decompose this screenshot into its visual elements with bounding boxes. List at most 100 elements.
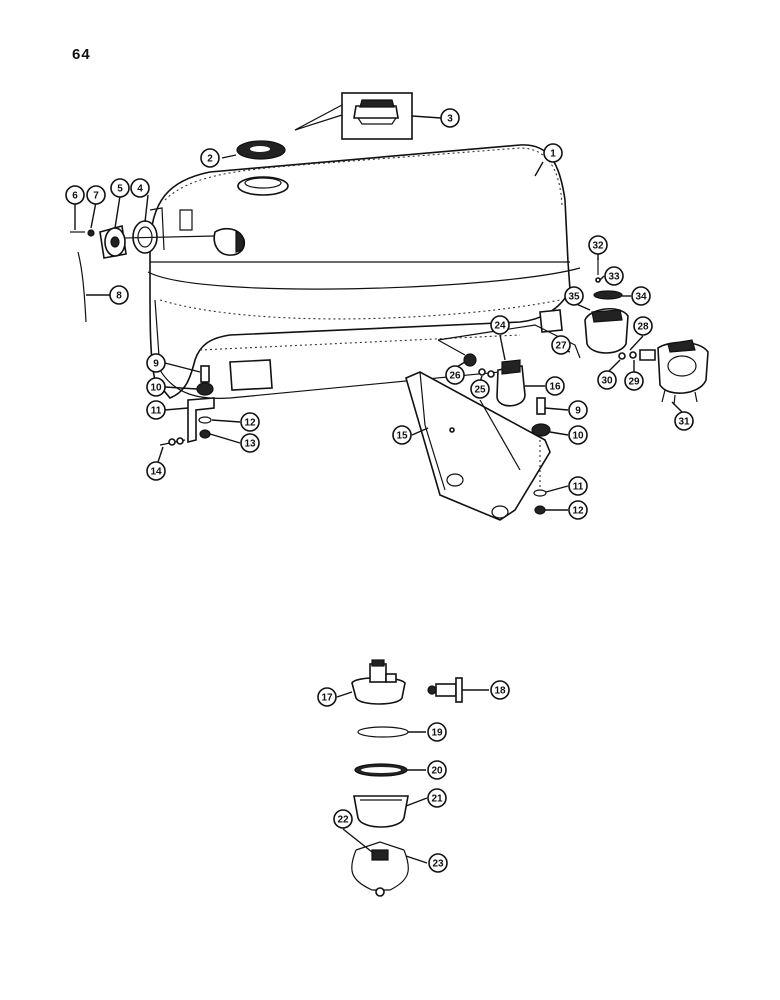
callout-30: 30 bbox=[597, 370, 617, 390]
callout-circle bbox=[543, 143, 563, 163]
callout-label: 22 bbox=[337, 815, 349, 826]
callout-27: 27 bbox=[551, 335, 571, 355]
callout-label: 8 bbox=[116, 291, 122, 302]
callout-circle bbox=[109, 285, 129, 305]
callout-circle bbox=[445, 365, 465, 385]
callout-34: 34 bbox=[631, 286, 651, 306]
callout-circle bbox=[568, 400, 588, 420]
callout-label: 27 bbox=[555, 341, 567, 352]
callout-label: 10 bbox=[150, 383, 162, 394]
filter-bowl-exploded bbox=[351, 659, 463, 897]
callout-14: 14 bbox=[146, 461, 166, 481]
callout-label: 25 bbox=[474, 385, 486, 396]
callout-20: 20 bbox=[427, 760, 447, 780]
callout-15: 15 bbox=[392, 425, 412, 445]
callout-label: 35 bbox=[568, 292, 580, 303]
callout-3: 3 bbox=[440, 108, 460, 128]
callout-label: 2 bbox=[207, 154, 213, 165]
cap-gasket bbox=[236, 140, 286, 160]
callout-label: 21 bbox=[431, 794, 443, 805]
callout-circle bbox=[568, 500, 588, 520]
callout-circle bbox=[146, 461, 166, 481]
page-number: 64 bbox=[72, 46, 91, 63]
carburetor bbox=[618, 339, 709, 406]
callout-label: 34 bbox=[635, 292, 647, 303]
callout-circle bbox=[65, 185, 85, 205]
sediment-bowl-assembly bbox=[437, 324, 581, 407]
fuel-cap-inset bbox=[294, 92, 413, 140]
callout-label: 1 bbox=[550, 149, 556, 160]
callout-25: 25 bbox=[470, 379, 490, 399]
callout-circle bbox=[146, 353, 166, 373]
callout-9: 9 bbox=[146, 353, 166, 373]
callout-11: 11 bbox=[146, 400, 166, 420]
callout-16: 16 bbox=[545, 376, 565, 396]
fuel-tank bbox=[147, 144, 581, 399]
callout-label: 13 bbox=[244, 439, 256, 450]
callout-9: 9 bbox=[568, 400, 588, 420]
callout-12: 12 bbox=[568, 500, 588, 520]
right-mount-bracket bbox=[405, 371, 551, 521]
callout-label: 17 bbox=[321, 693, 333, 704]
callout-circle bbox=[674, 411, 694, 431]
callout-circle bbox=[200, 148, 220, 168]
callout-label: 12 bbox=[572, 506, 584, 517]
callout-10: 10 bbox=[146, 377, 166, 397]
callout-circle bbox=[240, 412, 260, 432]
callout-11: 11 bbox=[568, 476, 588, 496]
callout-circle bbox=[604, 266, 624, 286]
callout-18: 18 bbox=[490, 680, 510, 700]
callout-label: 24 bbox=[494, 321, 506, 332]
callout-circle bbox=[333, 809, 353, 829]
callout-label: 9 bbox=[153, 359, 159, 370]
callout-circle bbox=[240, 433, 260, 453]
callout-label: 29 bbox=[628, 377, 640, 388]
callout-label: 12 bbox=[244, 418, 256, 429]
callout-10: 10 bbox=[568, 425, 588, 445]
callout-label: 11 bbox=[573, 482, 584, 493]
callout-label: 15 bbox=[396, 431, 408, 442]
callout-label: 19 bbox=[431, 728, 443, 739]
callout-label: 28 bbox=[637, 322, 649, 333]
callout-label: 20 bbox=[431, 766, 443, 777]
callout-circle bbox=[427, 722, 447, 742]
callout-2: 2 bbox=[200, 148, 220, 168]
callout-circle bbox=[427, 760, 447, 780]
callout-label: 11 bbox=[151, 406, 162, 417]
callout-label: 23 bbox=[432, 859, 444, 870]
callout-circle bbox=[317, 687, 337, 707]
callout-35: 35 bbox=[564, 286, 584, 306]
callout-circle bbox=[597, 370, 617, 390]
callout-circle bbox=[146, 377, 166, 397]
governor-housing bbox=[584, 258, 629, 354]
callout-label: 31 bbox=[678, 417, 690, 428]
callout-circle bbox=[86, 185, 106, 205]
callout-33: 33 bbox=[604, 266, 624, 286]
callout-label: 7 bbox=[93, 191, 99, 202]
callout-circle bbox=[130, 178, 150, 198]
callout-label: 6 bbox=[72, 191, 78, 202]
callout-circle bbox=[564, 286, 584, 306]
callout-circle bbox=[551, 335, 571, 355]
callout-28: 28 bbox=[633, 316, 653, 336]
callout-label: 33 bbox=[608, 272, 620, 283]
callout-31: 31 bbox=[674, 411, 694, 431]
callout-circle bbox=[568, 425, 588, 445]
callout-circle bbox=[633, 316, 653, 336]
callout-17: 17 bbox=[317, 687, 337, 707]
callout-12: 12 bbox=[240, 412, 260, 432]
callout-22: 22 bbox=[333, 809, 353, 829]
callout-circle bbox=[470, 379, 490, 399]
callout-4: 4 bbox=[130, 178, 150, 198]
callout-label: 26 bbox=[449, 371, 461, 382]
left-tank-mount bbox=[159, 365, 215, 446]
callout-circle bbox=[392, 425, 412, 445]
callout-24: 24 bbox=[490, 315, 510, 335]
callout-1: 1 bbox=[543, 143, 563, 163]
callout-circle bbox=[568, 476, 588, 496]
callout-circle bbox=[428, 853, 448, 873]
callout-circle bbox=[631, 286, 651, 306]
callout-circle bbox=[588, 235, 608, 255]
callout-circle bbox=[110, 178, 130, 198]
